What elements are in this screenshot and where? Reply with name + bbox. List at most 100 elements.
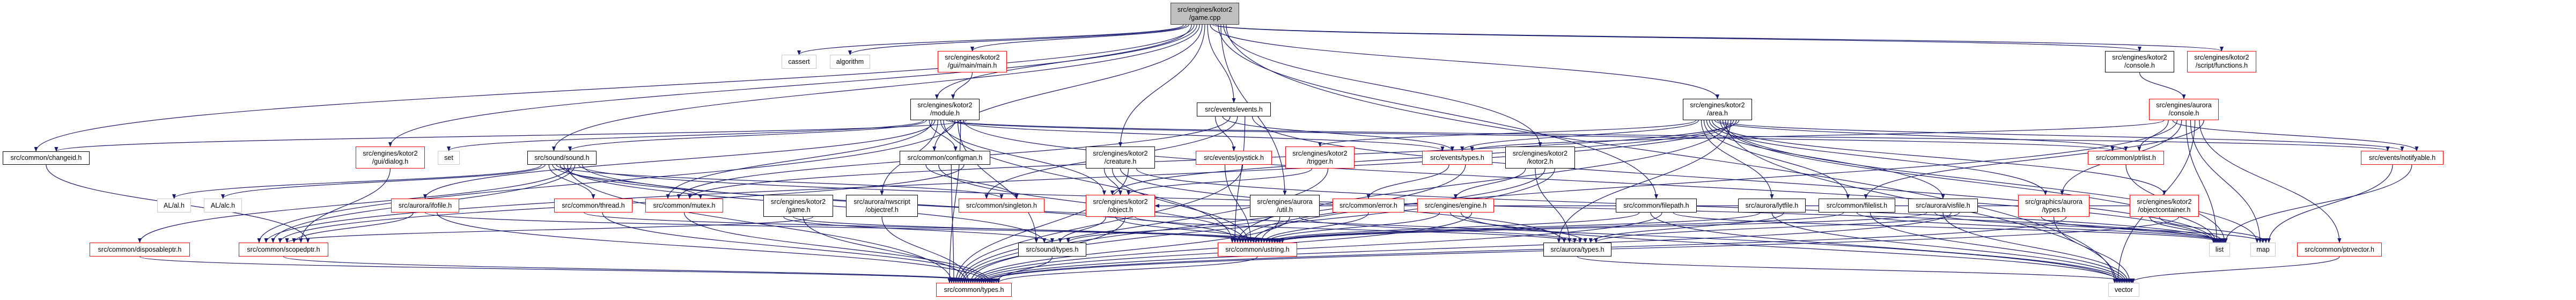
node-ustring[interactable]: src/common/ustring.h — [1218, 243, 1297, 257]
edge-gtypes-to-list — [2041, 216, 2225, 243]
edge-area-to-gtypes — [1709, 120, 2048, 195]
edge-trigger-to-ctypes — [958, 168, 1329, 283]
node-thread[interactable]: src/common/thread.h — [554, 199, 632, 213]
node-sound[interactable]: src/sound/sound.h — [527, 151, 597, 165]
node-label: src/common/filelist.h — [1826, 201, 1888, 209]
node-aconsole[interactable]: src/engines/aurora /console.h — [2149, 99, 2219, 120]
node-evtypes[interactable]: src/events/types.h — [1422, 151, 1492, 165]
node-events[interactable]: src/events/events.h — [1197, 103, 1271, 116]
node-joystick[interactable]: src/events/joystick.h — [1196, 151, 1272, 165]
node-visfile[interactable]: src/aurora/visfile.h — [1908, 199, 1978, 213]
edge-sound-to-mutex — [552, 164, 703, 199]
edge-area-to-atypes — [1557, 120, 1732, 243]
node-disposable[interactable]: src/common/disposableptr.h — [90, 243, 190, 257]
node-vector: vector — [2108, 283, 2139, 297]
edge-evtypes-to-error — [1366, 164, 1449, 199]
edge-aconsole-to-evtypes — [1470, 120, 2165, 151]
node-scopedptr[interactable]: src/common/scopedptr.h — [239, 243, 328, 257]
edge-error-to-ustring — [1262, 212, 1369, 243]
edge-dialog-to-scopedptr — [299, 168, 391, 243]
node-label: src/common/ptrvector.h — [2305, 245, 2374, 253]
node-util[interactable]: src/engines/aurora /util.h — [1250, 195, 1320, 217]
node-gamecpp[interactable]: src/engines/kotor2 /game.cpp — [1171, 3, 1239, 25]
node-label: src/engines/aurora /util.h — [1257, 197, 1313, 214]
edge-visfile-to-map — [1934, 212, 2265, 243]
edge-gtypes-to-ctypes — [979, 216, 2067, 283]
node-object[interactable]: src/engines/kotor2 /object.h — [1086, 195, 1155, 217]
node-label: cassert — [788, 57, 810, 65]
node-module[interactable]: src/engines/kotor2 /module.h — [910, 99, 980, 120]
node-label: src/aurora/ifofile.h — [398, 201, 452, 209]
node-engine[interactable]: src/engines/engine.h — [1417, 199, 1494, 213]
edge-object-to-ustring — [1115, 216, 1261, 243]
node-ptrvector[interactable]: src/common/ptrvector.h — [2297, 243, 2382, 257]
node-label: src/common/thread.h — [562, 201, 625, 209]
node-stypes[interactable]: src/sound/types.h — [1018, 243, 1086, 257]
edge-sound-to-al — [172, 164, 542, 199]
edge-gamecpp-to-creature — [1118, 24, 1205, 147]
node-ifofile[interactable]: src/aurora/ifofile.h — [391, 199, 459, 213]
node-label: src/aurora/lytfile.h — [1745, 201, 1799, 209]
edge-main-to-module — [951, 72, 973, 99]
edge-aconsole-to-list — [2185, 120, 2219, 243]
edge-objcontainer-to-map — [2159, 216, 2268, 243]
edge-notifyable-to-map — [2266, 164, 2393, 243]
edge-sound-to-singleton — [556, 164, 1004, 199]
node-area[interactable]: src/engines/kotor2 /area.h — [1683, 99, 1752, 120]
node-label: src/common/ustring.h — [1225, 245, 1290, 253]
node-list: list — [2209, 243, 2230, 257]
node-filepath[interactable]: src/common/filepath.h — [1616, 199, 1697, 213]
node-label: src/engines/kotor2 /script/functions.h — [2194, 54, 2249, 69]
edge-gtypes-to-vector — [2053, 216, 2132, 283]
node-atypes[interactable]: src/aurora/types.h — [1543, 243, 1611, 257]
edge-objcontainer-to-list — [2149, 216, 2226, 243]
node-al: AL/al.h — [157, 199, 191, 213]
node-algorithm: algorithm — [830, 55, 870, 69]
node-main[interactable]: src/engines/kotor2 /gui/main/main.h — [938, 51, 1007, 72]
node-label: src/engines/kotor2 /kotor2.h — [1512, 149, 1568, 165]
edge-ptrvector-to-vector — [2129, 256, 2340, 283]
node-kotor2[interactable]: src/engines/kotor2 /kotor2.h — [1505, 147, 1575, 169]
edge-configman-to-ctypes — [951, 164, 956, 283]
node-creature[interactable]: src/engines/kotor2 /creature.h — [1086, 147, 1155, 169]
node-label: src/engines/kotor2 /gui/dialog.h — [363, 149, 418, 165]
edge-gamecpp-to-cassert — [797, 24, 1184, 55]
node-kconsole[interactable]: src/engines/kotor2 /console.h — [2105, 51, 2174, 72]
edge-module-to-changeid — [54, 120, 967, 152]
edge-kotor2-to-engine — [1453, 168, 1526, 199]
edge-visfile-to-ctypes — [977, 212, 1952, 283]
edge-gamecpp-to-events — [1207, 24, 1236, 103]
node-game[interactable]: src/engines/kotor2 /game.h — [763, 195, 833, 217]
edge-gamecpp-to-dialog — [388, 24, 1197, 147]
edge-scopedptr-to-ctypes — [283, 256, 996, 283]
edge-sound-to-thread — [548, 164, 595, 199]
edge-events-to-evtypes — [1222, 116, 1454, 151]
node-filelist[interactable]: src/common/filelist.h — [1819, 199, 1895, 213]
node-label: src/engines/kotor2 /trigger.h — [1292, 149, 1348, 165]
node-changeid[interactable]: src/common/changeid.h — [3, 151, 90, 165]
edge-module-to-evtypes — [952, 120, 1445, 151]
node-label: src/common/configman.h — [907, 153, 983, 162]
node-cassert: cassert — [782, 55, 816, 69]
node-objectref[interactable]: src/aurora/nwscript /objectref.h — [846, 195, 918, 217]
node-gtypes[interactable]: src/graphics/aurora /types.h — [2018, 195, 2089, 217]
node-trigger[interactable]: src/engines/kotor2 /trigger.h — [1285, 147, 1355, 169]
node-dialog[interactable]: src/engines/kotor2 /gui/dialog.h — [356, 147, 425, 169]
node-notifyable[interactable]: src/events/notifyable.h — [2361, 151, 2443, 165]
node-label: src/common/disposableptr.h — [98, 245, 182, 253]
node-ctypes[interactable]: src/common/types.h — [936, 283, 1012, 297]
node-mutex[interactable]: src/common/mutex.h — [645, 199, 723, 213]
node-ptrlist[interactable]: src/common/ptrlist.h — [2088, 151, 2164, 165]
node-singleton[interactable]: src/common/singleton.h — [959, 199, 1044, 213]
node-error[interactable]: src/common/error.h — [1333, 199, 1404, 213]
node-label: src/aurora/nwscript /objectref.h — [853, 197, 910, 214]
edge-ifofile-to-scopedptr — [292, 212, 414, 243]
node-label: src/common/changeid.h — [10, 154, 82, 162]
node-configman[interactable]: src/common/configman.h — [900, 151, 990, 165]
node-label: src/engines/kotor2 /gui/main/main.h — [945, 54, 1000, 69]
node-label: src/common/filepath.h — [1623, 201, 1689, 209]
edge-gamecpp-to-changeid — [34, 24, 1195, 152]
node-objcontainer[interactable]: src/engines/kotor2 /objectcontainer.h — [2130, 195, 2199, 217]
node-functions[interactable]: src/engines/kotor2 /script/functions.h — [2187, 51, 2256, 72]
node-lytfile[interactable]: src/aurora/lytfile.h — [1738, 199, 1806, 213]
